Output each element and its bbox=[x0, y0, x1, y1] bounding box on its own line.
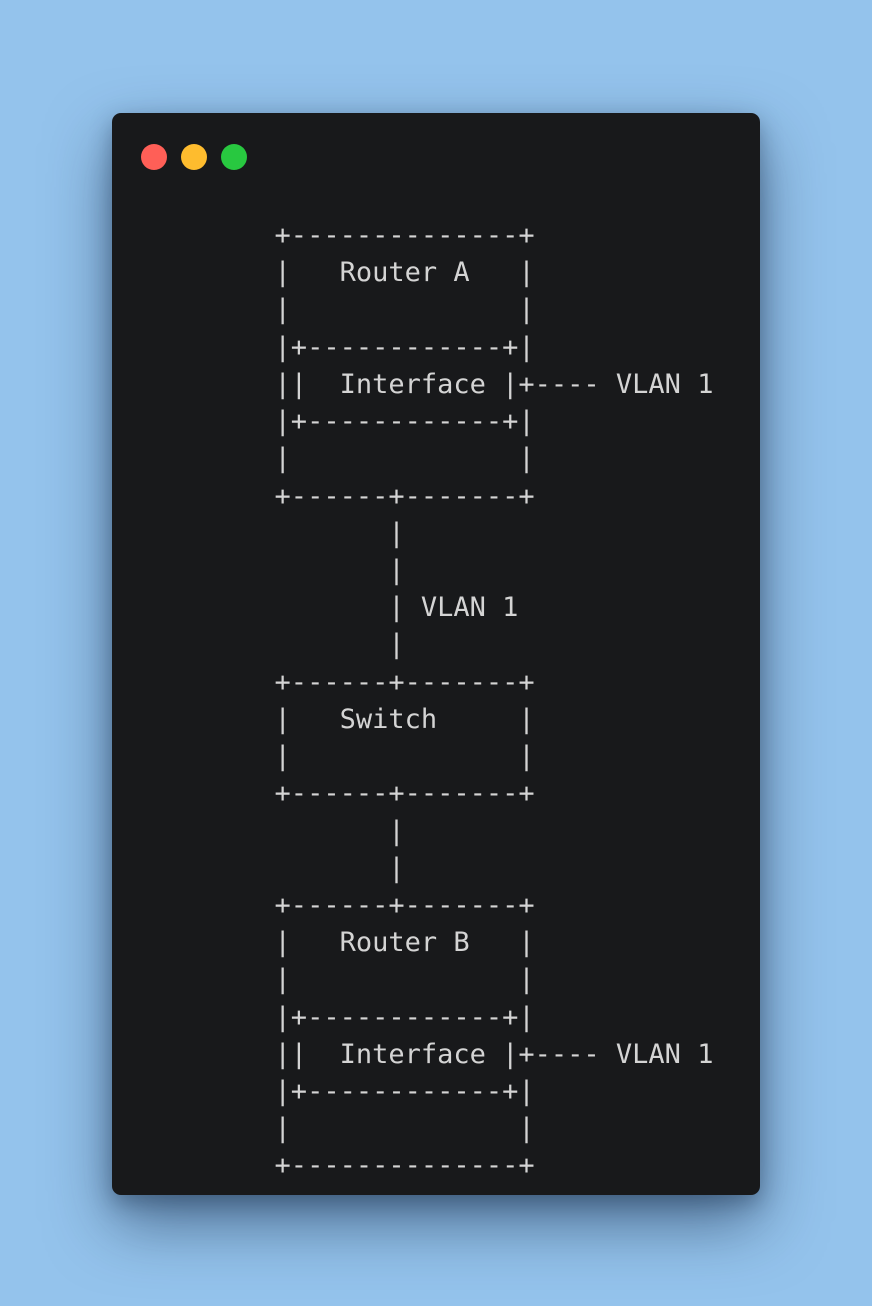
zoom-dot-icon[interactable] bbox=[221, 144, 247, 170]
diagram-line: | Switch | bbox=[112, 703, 535, 735]
diagram-line: | | bbox=[112, 443, 535, 475]
diagram-line: +------+-------+ bbox=[112, 889, 535, 921]
diagram-line: | Router A | bbox=[112, 257, 535, 289]
code-window: +--------------+ | Router A | | | |+----… bbox=[112, 113, 760, 1195]
diagram-line: +------+-------+ bbox=[112, 666, 535, 698]
ascii-network-diagram: +--------------+ | Router A | | | |+----… bbox=[112, 217, 714, 1185]
diagram-line: || Interface |+---- VLAN 1 bbox=[112, 368, 714, 400]
diagram-line: |+------------+| bbox=[112, 1001, 535, 1033]
diagram-line: | Router B | bbox=[112, 927, 535, 959]
diagram-line: | | bbox=[112, 741, 535, 773]
diagram-line: +------+-------+ bbox=[112, 778, 535, 810]
diagram-line: +------+-------+ bbox=[112, 480, 535, 512]
minimize-dot-icon[interactable] bbox=[181, 144, 207, 170]
diagram-line: |+------------+| bbox=[112, 1076, 535, 1108]
diagram-line: | bbox=[112, 852, 405, 884]
diagram-line: | | bbox=[112, 964, 535, 996]
diagram-line: +--------------+ bbox=[112, 220, 535, 251]
window-controls bbox=[141, 144, 247, 170]
diagram-line: | VLAN 1 bbox=[112, 592, 519, 624]
diagram-line: | bbox=[112, 517, 405, 549]
diagram-line: | bbox=[112, 629, 405, 661]
diagram-line: +--------------+ bbox=[112, 1150, 535, 1182]
close-dot-icon[interactable] bbox=[141, 144, 167, 170]
diagram-line: | bbox=[112, 554, 405, 586]
diagram-line: | | bbox=[112, 1113, 535, 1145]
diagram-line: | bbox=[112, 815, 405, 847]
diagram-line: | | bbox=[112, 294, 535, 326]
diagram-line: |+------------+| bbox=[112, 406, 535, 438]
diagram-line: || Interface |+---- VLAN 1 bbox=[112, 1038, 714, 1070]
diagram-line: |+------------+| bbox=[112, 331, 535, 363]
